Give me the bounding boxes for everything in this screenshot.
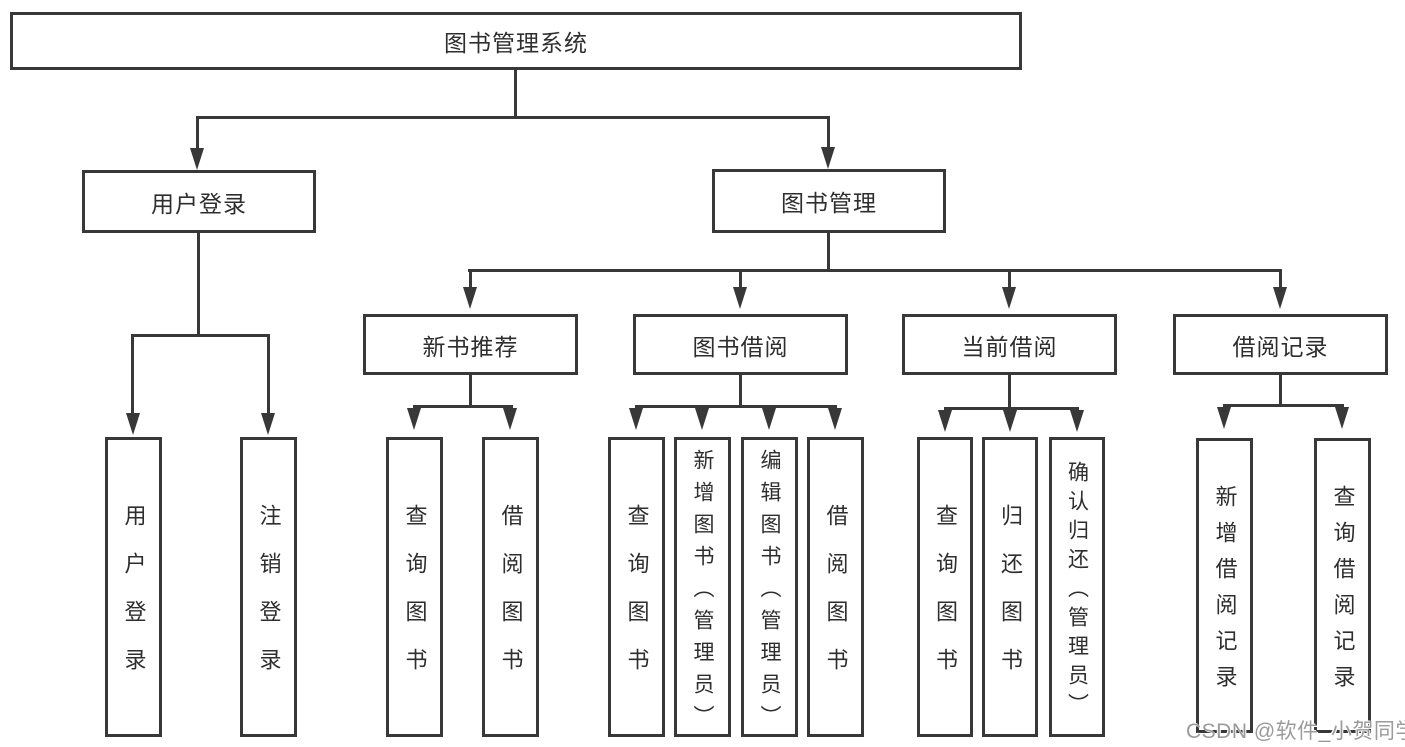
- edge-borrowing-records-stem: [1279, 375, 1282, 407]
- edge-to-user-login: [196, 118, 199, 149]
- leaf-label: 新增借阅记录: [1212, 484, 1238, 701]
- leaf-query-books-current: 查询图书: [917, 437, 973, 737]
- leaf-return-books: 归还图书: [982, 437, 1038, 737]
- node-book-borrowing: 图书借阅: [633, 314, 848, 375]
- arrow-down-icon: [1002, 287, 1016, 309]
- connector-line: [267, 336, 270, 413]
- edge-level3-rail: [468, 269, 1282, 272]
- connector-line: [739, 272, 742, 287]
- leaf-add-borrow-record: 新增借阅记录: [1196, 438, 1253, 733]
- arrow-down-icon: [407, 408, 421, 430]
- edge-root-stem: [514, 70, 517, 118]
- arrow-down-icon: [629, 408, 643, 430]
- leaf-confirm-return-admin: 确认归还（管理员）: [1049, 437, 1105, 737]
- leaf-edit-books-admin: 编辑图书（管理员）: [741, 437, 798, 737]
- edge-new-book-rail: [413, 405, 513, 408]
- arrow-down-icon: [828, 408, 842, 430]
- arrow-down-icon: [762, 408, 776, 430]
- arrow-down-icon: [1273, 287, 1287, 309]
- connector-line: [469, 272, 472, 287]
- edge-user-login-stem: [197, 233, 200, 336]
- leaf-label: 查询借阅记录: [1330, 484, 1356, 701]
- leaf-label: 查询图书: [933, 504, 958, 696]
- connector-line: [131, 336, 134, 413]
- leaf-query-books-borrow: 查询图书: [608, 437, 665, 737]
- leaf-label: 注销登录: [256, 504, 282, 696]
- edge-book-borrowing-stem: [739, 375, 742, 408]
- leaf-query-borrow-record: 查询借阅记录: [1314, 438, 1371, 733]
- leaf-label: 查询图书: [402, 504, 428, 696]
- arrow-down-icon: [261, 413, 275, 435]
- connector-line: [1279, 272, 1282, 287]
- arrow-down-icon: [126, 413, 140, 435]
- arrow-down-icon: [463, 287, 477, 309]
- arrow-down-icon: [1003, 410, 1017, 432]
- arrow-down-icon: [190, 148, 204, 170]
- arrow-down-icon: [1217, 407, 1231, 429]
- edge-level2-rail: [196, 116, 830, 119]
- edge-borrowing-records-rail: [1223, 404, 1344, 407]
- arrow-down-icon: [1335, 407, 1349, 429]
- node-borrowing-records: 借阅记录: [1173, 314, 1388, 375]
- leaf-add-books-admin: 新增图书（管理员）: [674, 437, 731, 737]
- leaf-label: 查询图书: [624, 504, 650, 696]
- node-new-book-recommendation: 新书推荐: [363, 314, 578, 375]
- arrow-down-icon: [695, 408, 709, 430]
- edge-book-borrowing-rail: [635, 405, 837, 408]
- arrow-down-icon: [821, 147, 835, 169]
- leaf-label: 归还图书: [998, 504, 1023, 696]
- edge-user-login-rail: [131, 334, 270, 337]
- csdn-watermark: CSDN @软件_小贺同学: [1186, 720, 1405, 743]
- leaf-label: 编辑图书（管理员）: [758, 448, 781, 737]
- node-root-system: 图书管理系统: [10, 12, 1022, 70]
- connector-line: [1008, 272, 1011, 287]
- edge-new-book-stem: [469, 375, 472, 408]
- arrow-down-icon: [938, 410, 952, 432]
- leaf-borrow-books-recommend: 借阅图书: [482, 437, 539, 737]
- edge-current-borrowing-rail: [944, 407, 1079, 410]
- leaf-user-login: 用户登录: [105, 437, 162, 737]
- arrow-down-icon: [1070, 410, 1084, 432]
- leaf-borrow-books: 借阅图书: [807, 437, 864, 737]
- leaf-label: 用户登录: [121, 504, 147, 696]
- node-book-management: 图书管理: [712, 169, 946, 233]
- leaf-query-books-recommend: 查询图书: [386, 437, 443, 737]
- edge-book-management-stem: [827, 233, 830, 271]
- node-current-borrowing: 当前借阅: [902, 314, 1117, 375]
- leaf-label: 新增图书（管理员）: [691, 448, 714, 737]
- leaf-logout: 注销登录: [240, 437, 297, 737]
- leaf-label: 确认归还（管理员）: [1065, 460, 1089, 722]
- leaf-label: 借阅图书: [498, 504, 524, 696]
- node-user-login: 用户登录: [82, 170, 316, 233]
- arrow-down-icon: [733, 287, 747, 309]
- edge-to-book-management: [827, 118, 830, 148]
- leaf-label: 借阅图书: [823, 504, 849, 696]
- arrow-down-icon: [503, 408, 517, 430]
- edge-current-borrowing-stem: [1008, 375, 1011, 410]
